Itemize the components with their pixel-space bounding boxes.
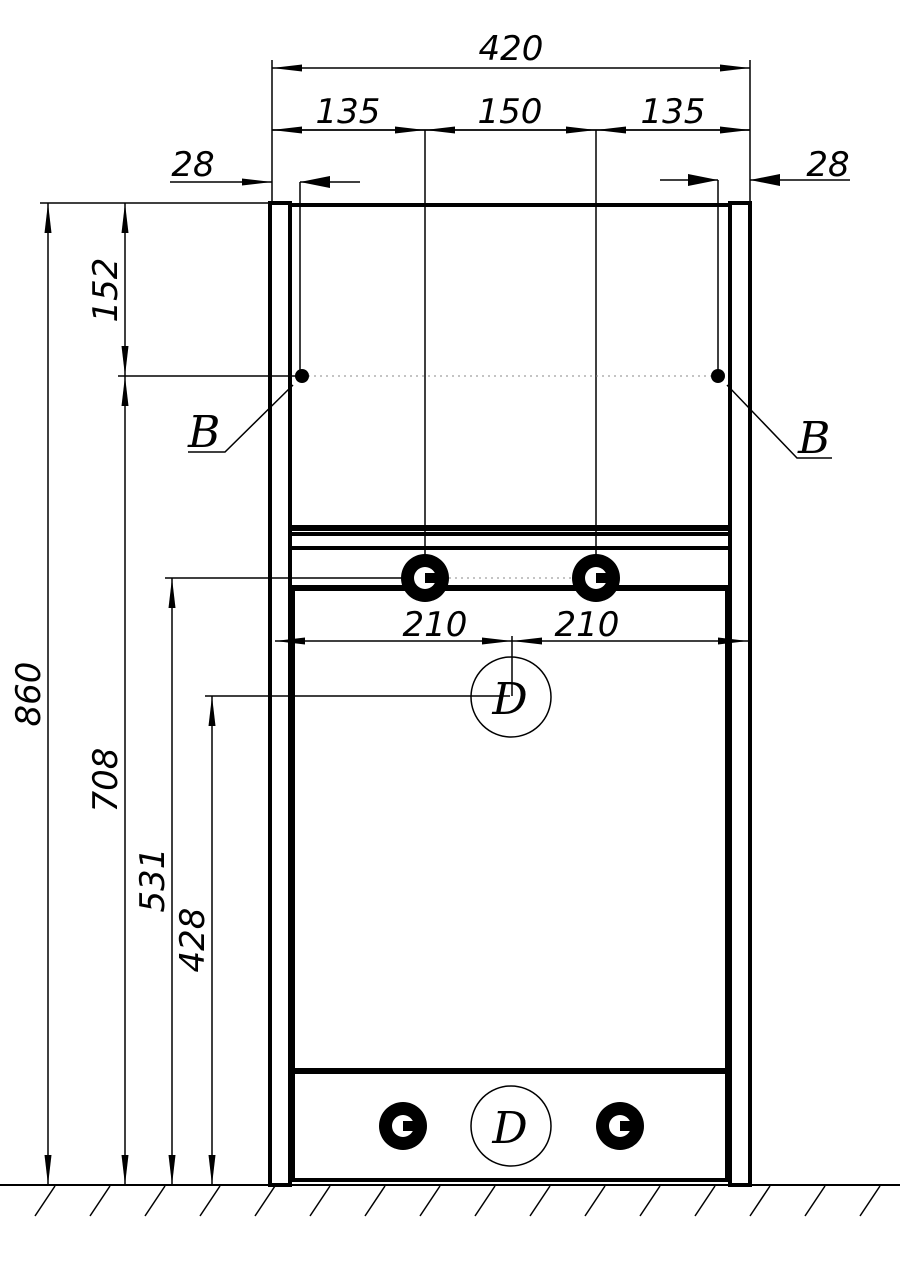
plinth-symbols: D	[379, 1085, 644, 1167]
dim-428: 428	[173, 695, 510, 1185]
dim-860-text: 860	[9, 662, 49, 727]
b-right-leader	[726, 384, 832, 459]
b-right-label: B	[797, 413, 830, 464]
dim-708-text: 708	[86, 748, 126, 813]
dim-531: 531	[133, 577, 425, 1185]
d-lower-circle	[470, 1085, 552, 1167]
dim-428-text: 428	[173, 908, 213, 973]
b-left-label: B	[187, 407, 220, 458]
d-point-upper: D	[470, 656, 552, 738]
dim-135-left-text: 135	[316, 92, 381, 132]
dim-152: 152	[86, 203, 129, 376]
c-symbol-icon	[572, 554, 620, 602]
c-points-upper	[401, 554, 620, 602]
dim-28-left-text: 28	[171, 145, 214, 185]
floor-hatching	[0, 1184, 900, 1217]
dim-150-text: 150	[478, 92, 543, 132]
dim-531-text: 531	[133, 848, 173, 913]
c-symbol-icon	[401, 554, 449, 602]
dim-210-right-text: 210	[555, 605, 620, 645]
right-side-panel	[728, 201, 752, 1187]
dim-row-135-150-135: 135 150 135	[272, 92, 750, 134]
c-symbol-icon	[596, 1102, 644, 1150]
dim-210-row: 210 210	[275, 605, 748, 696]
b-left-leader	[188, 384, 294, 453]
b-point-right	[711, 369, 725, 383]
dim-135-right-text: 135	[641, 92, 706, 132]
dim-860: 860	[9, 202, 272, 1185]
dim-210-left-text: 210	[403, 605, 468, 645]
dim-28-right: 28	[660, 145, 850, 376]
dim-28-left: 28	[170, 145, 360, 376]
rail-band	[288, 532, 732, 550]
b-point-left	[295, 369, 309, 383]
d-upper-label: D	[491, 674, 527, 725]
c-symbol-icon	[379, 1102, 427, 1150]
dim-28-right-text: 28	[806, 145, 849, 185]
dim-152-text: 152	[86, 258, 126, 323]
dim-420-text: 420	[479, 29, 544, 69]
b-points: B B	[187, 369, 832, 464]
d-lower-label: D	[491, 1103, 527, 1154]
dim-708: 708	[86, 375, 300, 1185]
left-side-panel	[268, 201, 292, 1187]
